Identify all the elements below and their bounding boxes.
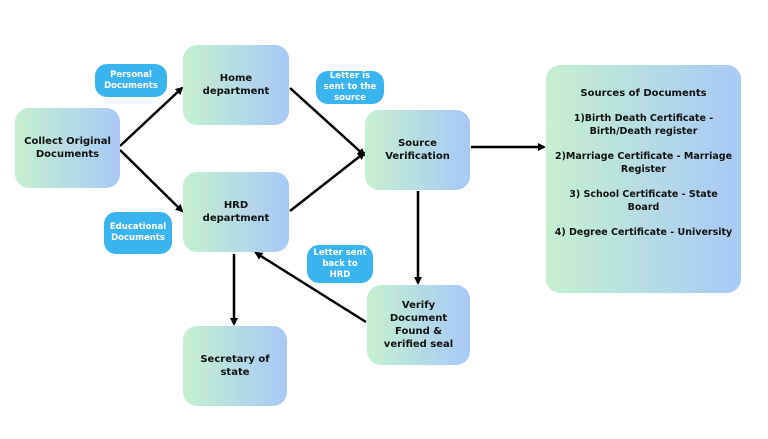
bubble-educational-documents: Educational Documents [104, 212, 172, 254]
node-secretary-of-state: Secretary of state [183, 326, 287, 406]
arrow-collect-to-hrd [119, 149, 184, 213]
sources-title: Sources of Documents [580, 88, 707, 99]
arrow-hrd-to-source [289, 151, 366, 212]
node-source-verification: Source Verification [365, 110, 470, 190]
bubble-label: Letter is sent to the source [323, 71, 377, 103]
node-label: Source Verification [385, 138, 450, 162]
sources-of-documents-panel: Sources of Documents 1)Birth Death Certi… [546, 65, 741, 293]
bubble-personal-documents: Personal Documents [95, 64, 167, 97]
node-collect-original-documents: Collect Original Documents [15, 108, 120, 188]
node-label: HRD department [202, 200, 270, 224]
arrow-verify-to-hrd [254, 251, 367, 324]
arrow-home-to-source [289, 87, 366, 157]
bubble-label: Personal Documents [104, 69, 158, 91]
node-label: Home department [202, 73, 270, 97]
node-home-department: Home department [183, 45, 289, 125]
node-label: Verify Document Found & verified seal [383, 300, 454, 350]
sources-item-birth-death: 1)Birth Death Certificate - Birth/Death … [573, 113, 714, 137]
bubble-letter-sent-back-to-hrd: Letter sent back to HRD [307, 245, 373, 283]
node-label: Collect Original Documents [24, 136, 111, 160]
bubble-label: Letter sent back to HRD [313, 247, 367, 280]
node-verify-document: Verify Document Found & verified seal [367, 285, 470, 365]
sources-item-marriage: 2)Marriage Certificate - Marriage Regist… [554, 151, 733, 175]
bubble-letter-sent-to-source: Letter is sent to the source [316, 71, 384, 104]
node-label: Secretary of state [200, 354, 270, 378]
arrow-collect-to-home [119, 86, 184, 147]
bubble-label: Educational Documents [109, 222, 167, 243]
node-hrd-department: HRD department [183, 172, 289, 252]
sources-item-school: 3) School Certificate - State Board [569, 189, 718, 213]
sources-item-degree: 4) Degree Certificate - University [554, 227, 733, 238]
